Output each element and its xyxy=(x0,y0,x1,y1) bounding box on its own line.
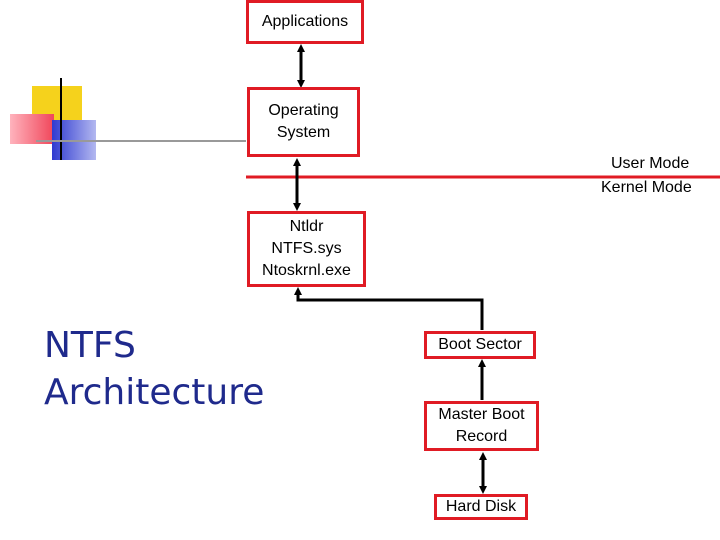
hard-disk-box: Hard Disk xyxy=(434,494,528,520)
operating-system-label-line2: System xyxy=(276,124,331,141)
operating-system-box: Operating System xyxy=(247,87,360,157)
operating-system-label-line1: Operating xyxy=(268,102,339,119)
title-line2: Architecture xyxy=(44,372,265,413)
hard-disk-label: Hard Disk xyxy=(445,498,517,515)
logo-red-square xyxy=(10,114,54,144)
title-line1: NTFS xyxy=(44,325,136,366)
applications-label: Applications xyxy=(261,13,349,30)
page-title: NTFS Architecture xyxy=(44,322,264,416)
master-boot-record-label-line1: Master Boot xyxy=(438,406,525,423)
ntfs-sys-label: NTFS.sys xyxy=(271,240,342,257)
loaders-box: Ntldr NTFS.sys Ntoskrnl.exe xyxy=(247,211,366,287)
master-boot-record-label-line2: Record xyxy=(455,428,508,445)
boot-sector-box: Boot Sector xyxy=(424,331,536,359)
ntldr-label: Ntldr xyxy=(289,218,324,235)
applications-box: Applications xyxy=(246,0,364,44)
boot-sector-label: Boot Sector xyxy=(438,336,522,353)
master-boot-record-box: Master Boot Record xyxy=(424,401,539,451)
user-mode-label: User Mode xyxy=(611,155,690,172)
kernel-mode-label: Kernel Mode xyxy=(601,179,692,196)
arrow-bootsector-loaders xyxy=(294,287,484,330)
ntoskrnl-label: Ntoskrnl.exe xyxy=(262,262,351,279)
